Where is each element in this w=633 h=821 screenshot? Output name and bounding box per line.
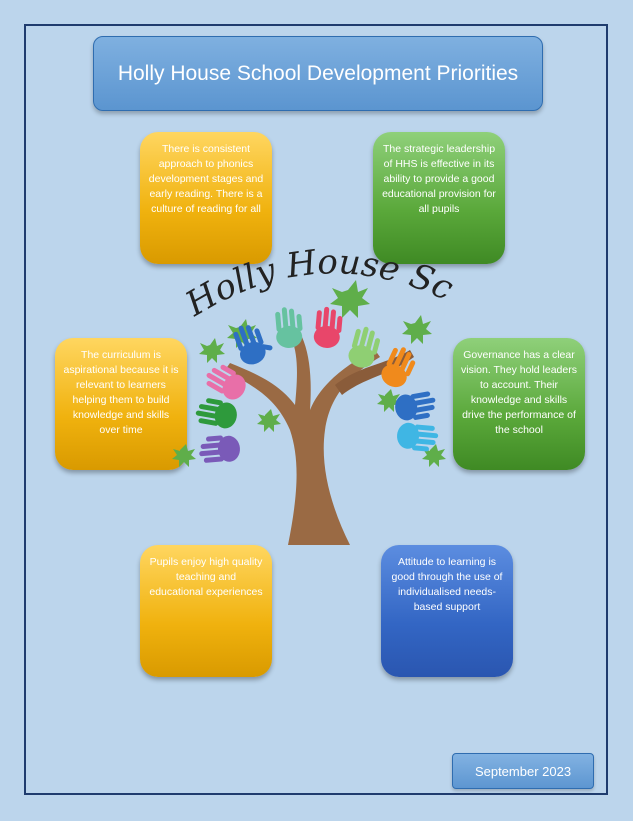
priority-card-teaching: Pupils enjoy high quality teaching and e…	[140, 545, 272, 677]
page-title: Holly House School Development Prioritie…	[93, 36, 543, 111]
priority-card-attitude: Attitude to learning is good through the…	[381, 545, 513, 677]
priority-card-governance: Governance has a clear vision. They hold…	[453, 338, 585, 470]
tree-trunk	[225, 337, 380, 545]
school-logo: Holly House School	[170, 245, 459, 545]
priority-card-phonics: There is consistent approach to phonics …	[140, 132, 272, 264]
date-label: September 2023	[452, 753, 594, 789]
handprint-icons	[195, 306, 439, 463]
priority-card-curriculum: The curriculum is aspirational because i…	[55, 338, 187, 470]
page-border	[24, 24, 608, 795]
logo-text: Holly House School	[170, 245, 459, 325]
priority-card-leadership: The strategic leadership of HHS is effec…	[373, 132, 505, 264]
